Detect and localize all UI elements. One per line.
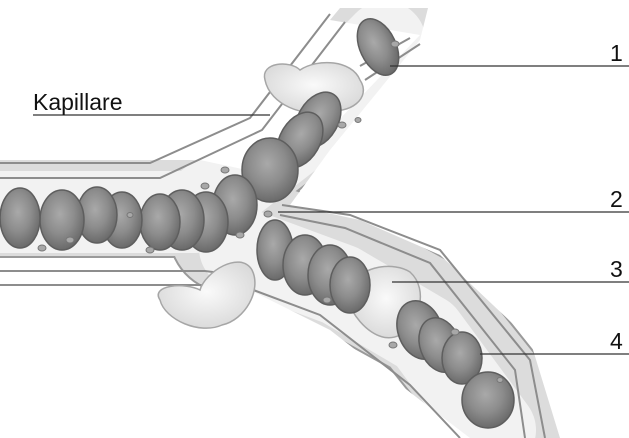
label-2: 2 — [610, 188, 623, 211]
label-kapillare: Kapillare — [33, 91, 123, 114]
label-4: 4 — [610, 330, 623, 353]
label-1: 1 — [610, 42, 623, 65]
label-3: 3 — [610, 258, 623, 281]
